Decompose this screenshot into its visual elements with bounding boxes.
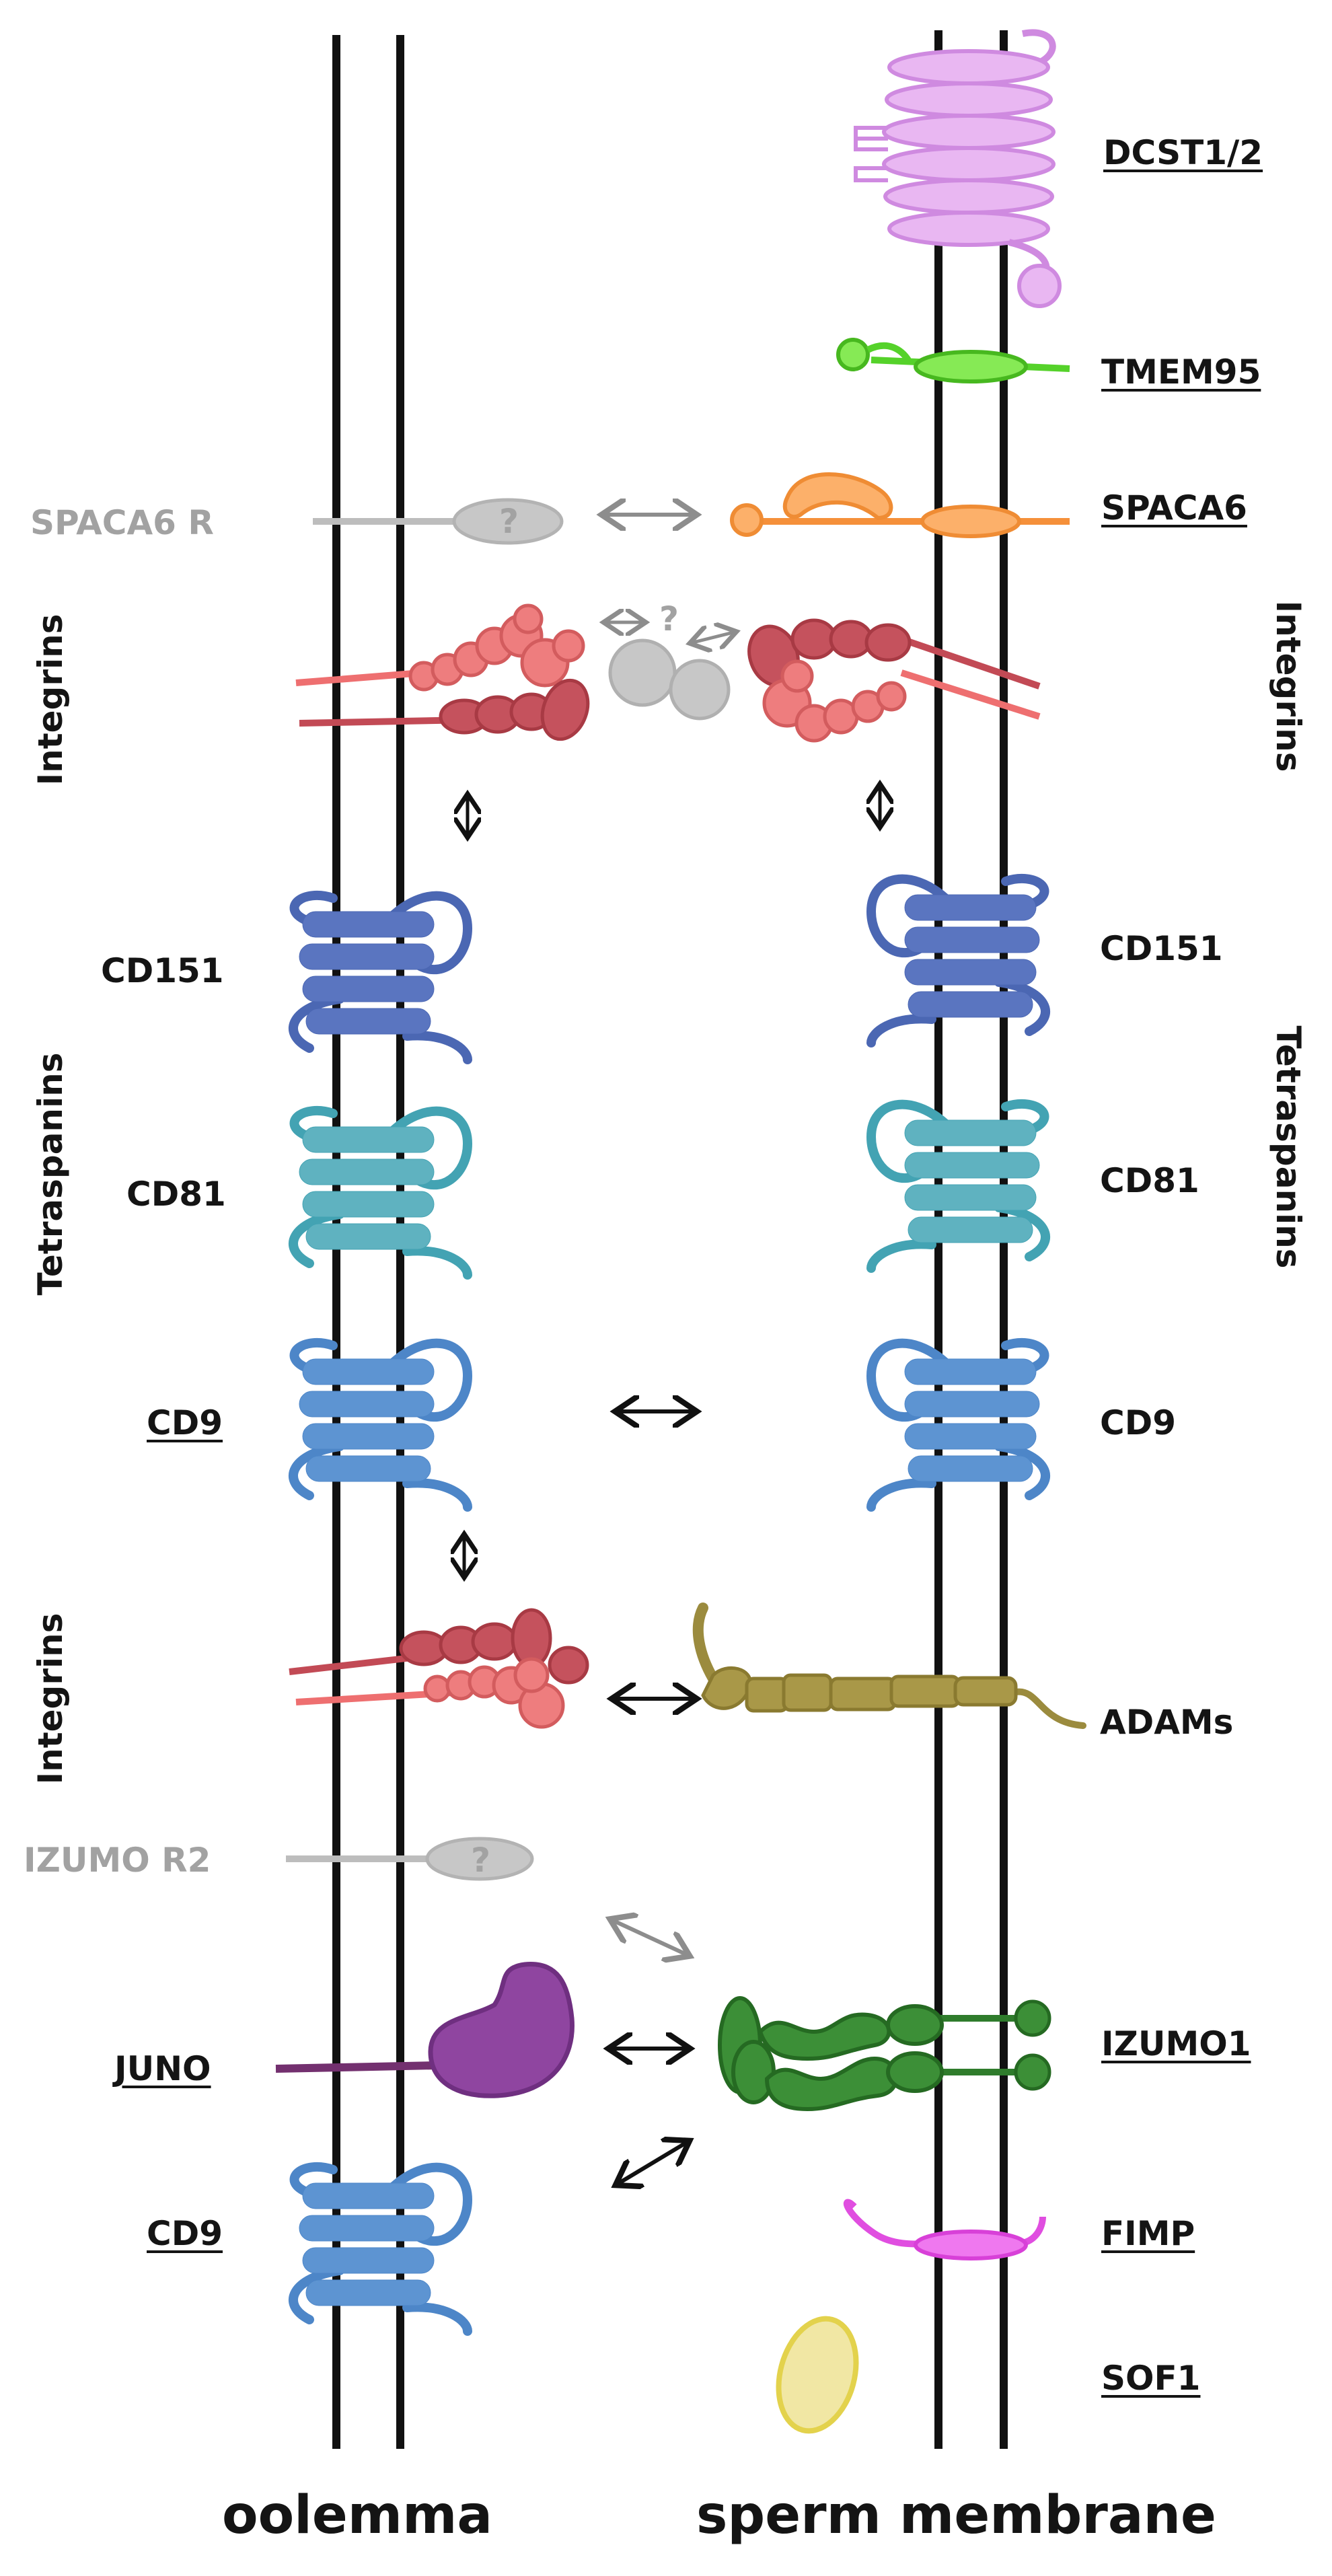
sof1-protein bbox=[776, 2316, 859, 2434]
integrin-partner-question-mark: ? bbox=[659, 599, 679, 638]
cd9-oolemma bbox=[293, 1343, 468, 1507]
dcst-protein bbox=[854, 29, 1062, 308]
integrin-partner-arrows bbox=[607, 622, 733, 642]
cd81-oolemma bbox=[293, 1111, 468, 1275]
label-cd9-oolemma: CD9 bbox=[147, 1403, 223, 1442]
label-izumo1: IZUMO1 bbox=[1101, 2024, 1251, 2063]
cd81-sperm bbox=[871, 1104, 1045, 1268]
integrin-oolemma-top bbox=[295, 603, 590, 741]
integrin-tetraspanin-arrows bbox=[464, 787, 880, 1574]
label-integrins-oolemma-top: Integrins bbox=[31, 614, 70, 786]
label-cd9-oolemma-lower: CD9 bbox=[147, 2214, 223, 2253]
label-tmem95: TMEM95 bbox=[1101, 353, 1261, 392]
label-integrins-oolemma-bottom: Integrins bbox=[31, 1613, 70, 1785]
integrin-oolemma-bottom bbox=[289, 1608, 589, 1729]
label-izumo-r2: IZUMO R2 bbox=[24, 1841, 211, 1880]
spaca6-receptor-unknown bbox=[313, 498, 564, 545]
label-dcst: DCST1/2 bbox=[1103, 133, 1263, 172]
cd9-oolemma-lower bbox=[293, 2167, 468, 2331]
juno-protein bbox=[275, 1962, 575, 2098]
integrin-sperm-top bbox=[747, 618, 1041, 743]
label-juno: JUNO bbox=[114, 2049, 211, 2088]
label-cd151-sperm: CD151 bbox=[1100, 929, 1223, 968]
label-cd81-oolemma: CD81 bbox=[126, 1175, 226, 1214]
label-fimp: FIMP bbox=[1101, 2214, 1195, 2253]
label-tetraspanins-sperm: Tetraspanins bbox=[1269, 1025, 1308, 1269]
label-cd9-sperm: CD9 bbox=[1100, 1403, 1176, 1442]
spaca6-interaction-arrow bbox=[605, 515, 693, 1954]
label-oolemma: oolemma bbox=[222, 2485, 492, 2546]
label-adams: ADAMs bbox=[1100, 1703, 1234, 1742]
cd151-oolemma bbox=[293, 895, 468, 1060]
izumo-r2-unknown bbox=[286, 1837, 534, 1881]
label-spaca6: SPACA6 bbox=[1101, 488, 1247, 527]
label-integrins-sperm: Integrins bbox=[1269, 600, 1308, 772]
label-spaca6-receptor: SPACA6 R bbox=[30, 503, 214, 542]
tmem95-protein bbox=[836, 338, 1070, 383]
cd151-sperm bbox=[871, 879, 1045, 1043]
label-cd151-oolemma: CD151 bbox=[101, 951, 224, 990]
label-sperm-membrane: sperm membrane bbox=[696, 2485, 1216, 2546]
spaca6-protein bbox=[730, 472, 1070, 538]
label-cd81-sperm: CD81 bbox=[1100, 1161, 1199, 1200]
integrin-partner-unknown bbox=[608, 638, 731, 721]
adams-protein bbox=[692, 1603, 1086, 1729]
interaction-arrows bbox=[612, 1411, 693, 2183]
cd9-sperm bbox=[871, 1343, 1045, 1507]
fimp-protein bbox=[843, 2199, 1046, 2260]
label-sof1: SOF1 bbox=[1101, 2359, 1201, 2398]
spaca6-receptor-question-mark: ? bbox=[499, 502, 519, 541]
izumo-r2-question-mark: ? bbox=[471, 1841, 491, 1880]
label-tetraspanins-oolemma: Tetraspanins bbox=[31, 1052, 70, 1296]
izumo1-protein bbox=[718, 1996, 1051, 2112]
